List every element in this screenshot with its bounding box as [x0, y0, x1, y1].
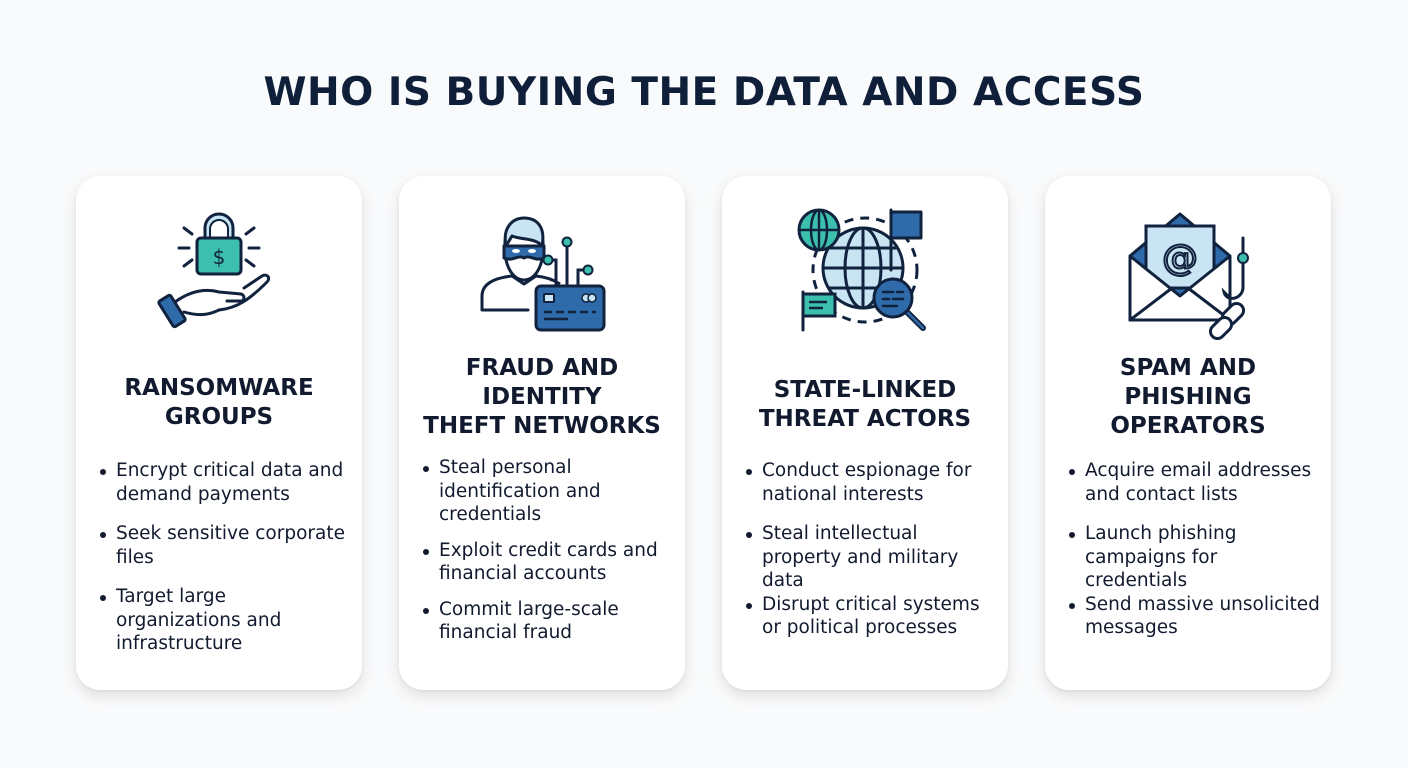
svg-text:@: @: [1162, 238, 1198, 279]
bullet-list: Encrypt critical data and demand payment…: [98, 459, 352, 656]
list-item: Launch phishing campaigns for credential…: [1067, 522, 1321, 593]
list-item: Steal personal identification and creden…: [421, 456, 675, 527]
svg-text:$: $: [213, 245, 226, 269]
list-item: Conduct espionage for national interests: [744, 459, 998, 506]
bullet-list: Steal personal identification and creden…: [421, 456, 675, 645]
bullet-list: Conduct espionage for national interests…: [744, 459, 998, 640]
list-item: Acquire email addresses and contact list…: [1067, 459, 1321, 506]
page-title: WHO IS BUYING THE DATA AND ACCESS: [263, 70, 1145, 115]
masked-thief-credit-card-icon: [480, 216, 606, 332]
list-item: Exploit credit cards and financial accou…: [421, 539, 675, 586]
list-item: Steal intellectual property and military…: [744, 522, 998, 593]
globe-flag-magnifier-icon: [797, 208, 926, 332]
bullet-list: Acquire email addresses and contact list…: [1067, 459, 1321, 640]
email-phishing-hook-icon: @: [1128, 212, 1249, 340]
list-item: Seek sensitive corporate files: [98, 522, 352, 569]
list-item: Encrypt critical data and demand payment…: [98, 459, 352, 506]
list-item: Commit large-scale financial fraud: [421, 598, 675, 645]
hand-holding-lock-dollar-icon: $: [157, 212, 271, 329]
list-item: Disrupt critical systems or political pr…: [744, 593, 998, 640]
list-item: Target large organizations and infrastru…: [98, 585, 352, 656]
list-item: Send massive unsolicited messages: [1067, 593, 1321, 640]
